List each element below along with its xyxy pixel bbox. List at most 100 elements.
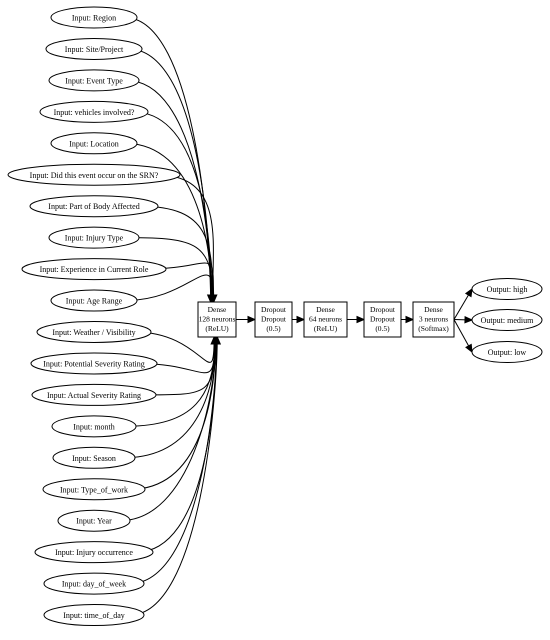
edge-input-19-arrowhead (213, 335, 222, 345)
layer-label-line: Dense (424, 305, 443, 314)
edge-layer-0-arrowhead (247, 315, 257, 324)
output-node: Output: low (471, 341, 543, 363)
input-node: Input: time_of_day (43, 604, 145, 627)
edge-input-14 (123, 336, 217, 459)
input-node-label: Input: Injury Type (65, 234, 124, 243)
input-node-shape (51, 415, 137, 438)
input-node-shape (34, 541, 154, 564)
input-node: Input: vehicles involved? (39, 100, 149, 123)
input-node-label: Input: Did this event occur on the SRN? (30, 171, 159, 180)
input-node-label: Input: day_of_week (62, 580, 126, 589)
output-node: Output: medium (471, 309, 543, 331)
input-node: Input: Weather / Visibility (36, 321, 152, 343)
output-node-label: Output: medium (481, 316, 534, 325)
input-node-label: Input: Injury occurrence (55, 548, 133, 557)
input-node: Input: Potential Severity Rating (30, 352, 158, 375)
edge-input-19 (129, 336, 218, 616)
input-node-shape (39, 100, 149, 123)
layer-label-line: (ReLU) (314, 324, 338, 333)
edge-output-2-arrowhead (465, 343, 473, 354)
output-node-shape (471, 341, 543, 363)
input-node: Input: Year (57, 509, 131, 532)
input-node-label: Input: Type_of_work (60, 485, 128, 494)
layer-label-line: 64 neurons (309, 315, 342, 324)
edge-input-16 (119, 336, 217, 522)
edge-output-1-arrowhead (464, 316, 474, 324)
edges (119, 17, 474, 616)
input-node: Input: Injury occurrence (34, 541, 154, 564)
input-node-shape (42, 478, 146, 501)
layer-label-line: Dropout (261, 305, 287, 314)
input-node-shape (43, 604, 145, 627)
input-node-label: Input: Potential Severity Rating (43, 359, 145, 368)
dropout-layer-2-box (363, 301, 402, 338)
input-node-shape (50, 289, 138, 312)
layer-label-line: Dropout (370, 305, 396, 314)
layer-label-line: (0.5) (375, 324, 390, 333)
edge-input-9 (124, 274, 215, 303)
input-node-shape (36, 321, 152, 343)
output-node-label: Output: high (487, 285, 528, 294)
dense-layer-2-box (303, 301, 348, 338)
input-node-label: Input: Site/Project (65, 45, 124, 54)
edge-input-9-arrowhead (210, 294, 218, 304)
input-node-label: Input: Part of Body Affected (48, 202, 139, 211)
edge-input-13 (124, 336, 216, 427)
input-node-shape (29, 195, 159, 218)
output-node-label: Output: low (488, 348, 527, 357)
layer-label-line: Dropout (261, 315, 287, 324)
input-node-shape (50, 6, 138, 29)
output-node: Output: high (471, 278, 543, 300)
layer-label-line: Dense (208, 305, 227, 314)
input-node-label: Input: Season (72, 454, 116, 463)
input-node-shape (50, 132, 138, 155)
layer-label-line: Dense (316, 305, 335, 314)
input-node-shape (43, 572, 145, 595)
input-node: Input: Part of Body Affected (29, 195, 159, 218)
layer-label-line: (0.5) (266, 324, 281, 333)
input-node: Input: Season (52, 446, 136, 469)
input-node: Input: Age Range (50, 289, 138, 312)
layer-label-line: 128 neurons (199, 315, 236, 324)
edge-layer-3-arrowhead (405, 315, 415, 324)
input-node-label: Input: Year (76, 517, 112, 526)
edge-output-0-arrowhead (464, 287, 473, 298)
input-node-shape (30, 352, 158, 375)
input-node: Input: Type_of_work (42, 478, 146, 501)
edge-input-17 (136, 336, 218, 553)
dense-layer-1-box (197, 301, 237, 338)
layer-label-line: 3 neurons (419, 315, 448, 324)
edge-input-2 (126, 79, 212, 303)
input-node-shape (57, 509, 131, 532)
input-node-label: Input: Location (69, 139, 119, 148)
input-node: Input: Actual Severity Rating (31, 383, 157, 406)
input-node-label: Input: month (73, 422, 115, 431)
input-node-label: Input: Event Type (65, 76, 123, 85)
layer-label-line: Dropout (370, 315, 396, 324)
input-node-label: Input: Weather / Visibility (52, 328, 135, 337)
input-node-shape (48, 226, 140, 249)
layer-label-line: (Softmax) (418, 324, 449, 333)
output-node-shape (471, 278, 543, 300)
input-node: Input: Event Type (48, 69, 140, 92)
input-node-label: Input: vehicles involved? (54, 108, 135, 117)
input-node: Input: Region (50, 6, 138, 29)
input-node: Input: Injury Type (48, 226, 140, 249)
input-node-shape (7, 163, 181, 186)
input-node: Input: Experience in Current Role (21, 258, 167, 281)
input-node-shape (45, 37, 143, 60)
dense-layer-3-box (412, 301, 455, 338)
input-node-label: Input: Actual Severity Rating (47, 391, 141, 400)
input-node: Input: Location (50, 132, 138, 155)
input-node: Input: Did this event occur on the SRN? (7, 163, 181, 186)
input-node: Input: month (51, 415, 137, 438)
input-node-label: Input: time_of_day (63, 611, 125, 620)
edge-layer-1-arrowhead (296, 315, 306, 324)
